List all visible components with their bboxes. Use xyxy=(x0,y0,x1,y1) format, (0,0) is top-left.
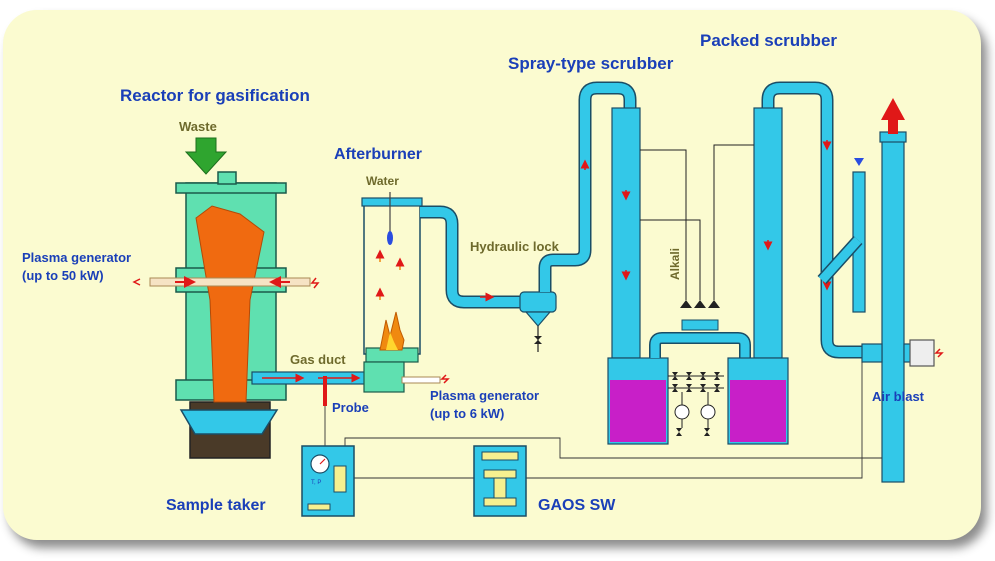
bypass-pipe xyxy=(818,236,862,284)
outlet-pipe-outline xyxy=(420,205,520,309)
ash-hopper xyxy=(179,409,279,435)
lock-body xyxy=(519,291,557,313)
spark-icon xyxy=(132,278,141,286)
gauge-caption: T, P xyxy=(311,480,321,486)
stack-column xyxy=(881,139,905,483)
packed-outlet xyxy=(763,83,862,357)
water-label: Water xyxy=(366,174,399,188)
reactor-feed-port xyxy=(217,171,237,185)
riser-pipe xyxy=(540,83,635,292)
crossover-pipe xyxy=(650,333,750,358)
gaos-label: GAOS SW xyxy=(538,497,616,514)
packed-tank-liquid xyxy=(730,380,786,442)
reactor xyxy=(132,171,320,459)
gaos-analyzer xyxy=(473,445,527,517)
plasma-generator-small-label: Plasma generator xyxy=(430,388,539,403)
flame-icon xyxy=(379,311,405,351)
sample-taker-label: Sample taker xyxy=(166,497,266,514)
spray-tank-liquid xyxy=(610,380,666,442)
plasma-generator-big-label: Plasma generator xyxy=(22,250,131,265)
inlet-arrow-icon xyxy=(854,158,864,166)
air-blast-label: Air blast xyxy=(872,389,925,404)
outlet-pipe xyxy=(420,207,520,307)
reactor-title: Reactor for gasification xyxy=(120,86,310,105)
sample-taker xyxy=(301,445,355,517)
waste-charge xyxy=(195,205,265,403)
hydraulic-lock-label: Hydraulic lock xyxy=(470,239,560,254)
gaos-bar xyxy=(483,469,517,479)
probe-label: Probe xyxy=(332,400,369,415)
plasma-torch-small xyxy=(401,376,441,384)
afterburner-top xyxy=(361,197,423,207)
fan-housing xyxy=(861,343,883,363)
waste-arrow-icon xyxy=(184,137,228,175)
plasma-generator-small-power: (up to 6 kW) xyxy=(430,406,504,421)
hydraulic-lock xyxy=(519,291,557,352)
flame-core-icon xyxy=(386,332,398,350)
spark-icon xyxy=(310,277,320,289)
alkali-feed xyxy=(640,144,754,300)
spray-scrubber-title: Spray-type scrubber xyxy=(508,54,674,73)
exhaust-arrow-icon xyxy=(881,98,905,134)
spray-scrubber xyxy=(607,107,669,445)
plasma-generator-big-power: (up to 50 kW) xyxy=(22,268,104,283)
lock-cone xyxy=(524,311,552,327)
alkali-label: Alkali xyxy=(668,248,682,280)
afterburner-title: Afterburner xyxy=(334,146,422,163)
fan-motor xyxy=(909,339,935,367)
plasma-torch-big xyxy=(149,277,311,287)
gauge-needle xyxy=(319,458,326,465)
packed-column xyxy=(753,107,783,359)
pump-manifold xyxy=(668,300,724,436)
spray-column xyxy=(611,107,641,359)
afterburner xyxy=(361,192,450,393)
sample-slot xyxy=(307,503,331,511)
gaos-stem xyxy=(493,477,507,499)
gaos-display xyxy=(481,451,519,461)
waste-label: Waste xyxy=(179,119,217,134)
packed-scrubber xyxy=(727,81,862,445)
gaos-foot xyxy=(483,497,517,507)
afterburner-chamber xyxy=(363,361,405,393)
gas-duct-label: Gas duct xyxy=(290,352,346,367)
spark-icon xyxy=(440,374,450,384)
signal-wires xyxy=(324,362,882,479)
valve-icon xyxy=(534,336,542,344)
spark-icon xyxy=(934,348,944,358)
water-drop-icon xyxy=(387,231,393,245)
sample-cartridge xyxy=(333,465,347,493)
exhaust-stack xyxy=(817,98,944,483)
packed-scrubber-title: Packed scrubber xyxy=(700,31,837,50)
probe-marker xyxy=(323,376,327,406)
